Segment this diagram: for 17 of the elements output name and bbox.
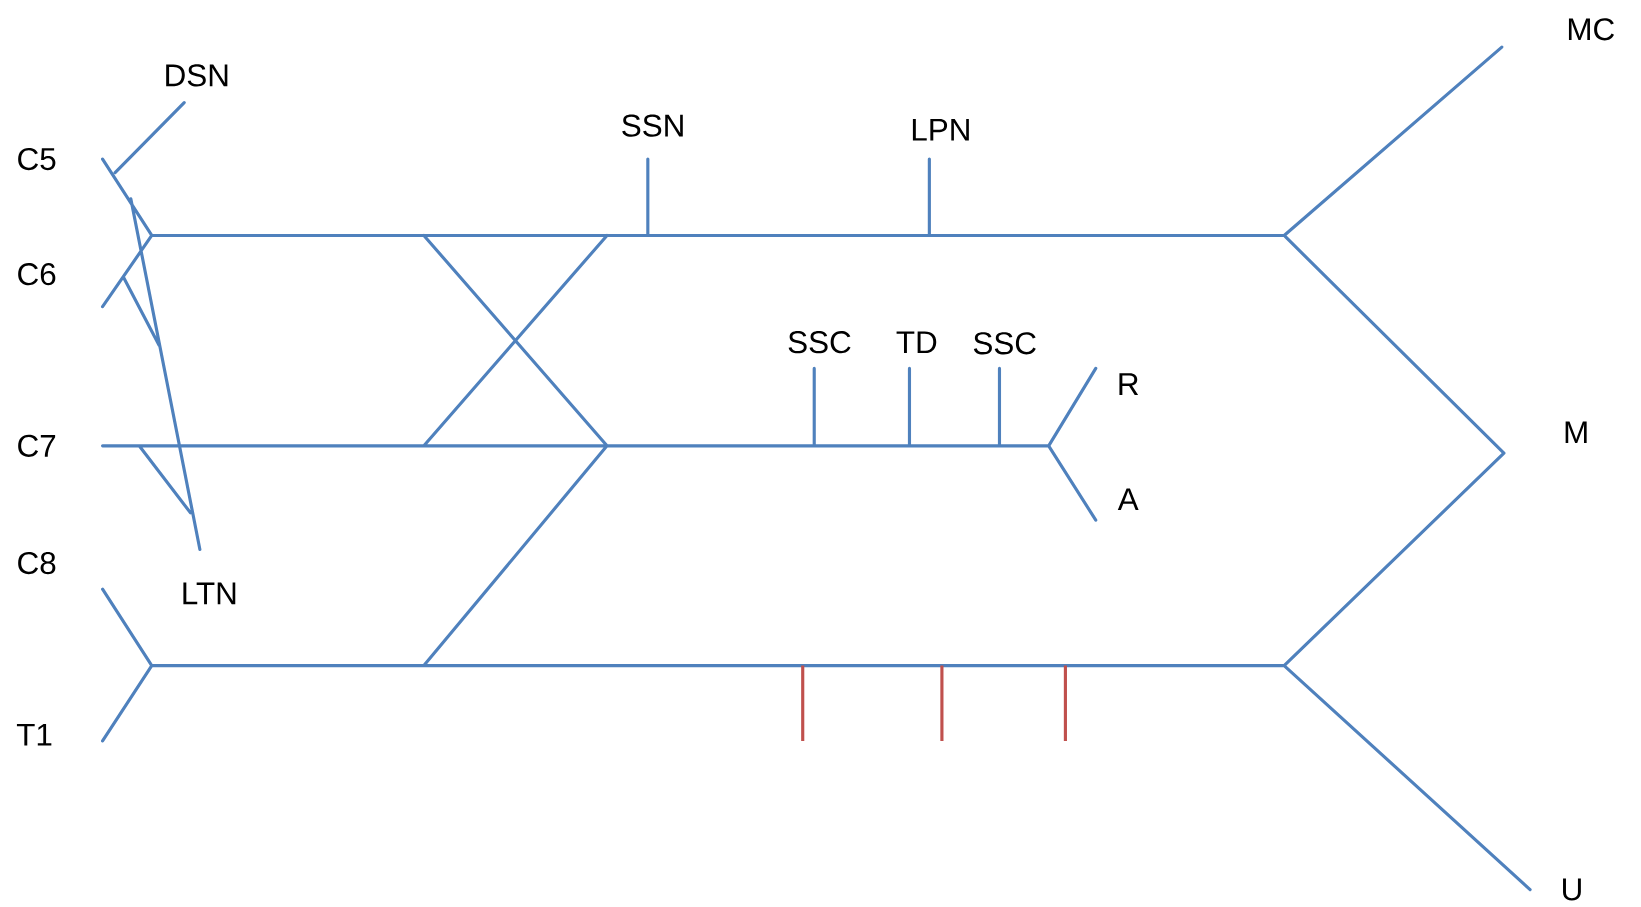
nerve-label: LPN bbox=[912, 118, 969, 141]
nerve-label: M bbox=[1565, 421, 1587, 443]
nerve-label: LTN bbox=[183, 582, 236, 604]
nerve-label: C6 bbox=[18, 262, 56, 286]
nerve-label: SSC bbox=[788, 330, 851, 354]
nerve-label: U bbox=[1563, 878, 1581, 901]
nerve-label: MC bbox=[1568, 18, 1614, 41]
nerve-label: DSN bbox=[166, 64, 228, 87]
nerve-label: A bbox=[1117, 488, 1139, 510]
nerve-label: C7 bbox=[18, 434, 56, 457]
nerve-label: SSN bbox=[622, 114, 683, 137]
nerve-label: T1 bbox=[16, 723, 52, 746]
nerve-label: SSC bbox=[973, 331, 1036, 355]
nerve-label: TD bbox=[896, 331, 937, 353]
nerve-label: C5 bbox=[18, 147, 56, 170]
nerve-label: C8 bbox=[18, 551, 56, 574]
nerve-label: R bbox=[1119, 373, 1139, 395]
